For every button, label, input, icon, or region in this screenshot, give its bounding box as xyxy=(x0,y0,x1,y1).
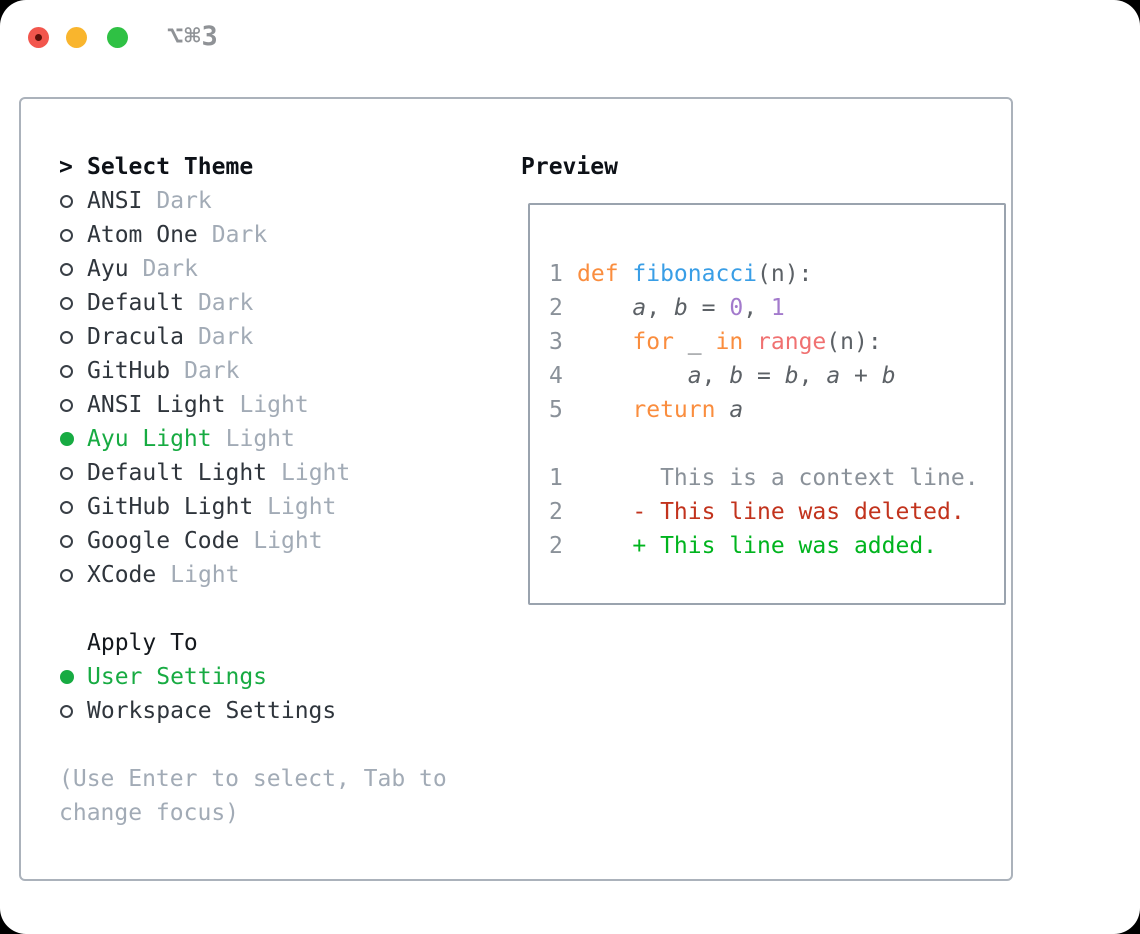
theme-item-name: Default Light xyxy=(87,460,268,486)
theme-list-heading-label: Select Theme xyxy=(87,154,254,180)
theme-item[interactable]: Default Light Light xyxy=(59,456,350,490)
line-number: 1 xyxy=(549,465,563,491)
radio-icon xyxy=(60,262,73,276)
theme-item[interactable]: Google Code Light xyxy=(59,524,350,558)
line-number: 2 xyxy=(549,499,563,525)
theme-variant-tag: Light xyxy=(170,562,240,588)
theme-variant-tag: Light xyxy=(253,528,323,554)
apply-to-heading-label: Apply To xyxy=(87,630,198,656)
apply-to-heading: Apply To xyxy=(59,626,336,660)
minimize-button[interactable] xyxy=(66,27,87,48)
theme-variant-tag: Light xyxy=(267,494,337,520)
theme-item[interactable]: Default Dark xyxy=(59,286,350,320)
theme-item-name: Default xyxy=(87,290,184,316)
apply-option-name: Workspace Settings xyxy=(87,698,337,724)
titlebar: ⌥⌘3 xyxy=(0,0,1140,64)
line-number: 5 xyxy=(549,397,563,423)
theme-item[interactable]: GitHub Light Light xyxy=(59,490,350,524)
line-number: 4 xyxy=(549,363,563,389)
radio-icon xyxy=(60,364,73,378)
theme-item[interactable]: Dracula Dark xyxy=(59,320,350,354)
theme-item-name: GitHub xyxy=(87,358,171,384)
line-number: 2 xyxy=(549,533,563,559)
theme-item[interactable]: Ayu Dark xyxy=(59,252,350,286)
close-button[interactable] xyxy=(28,27,49,48)
theme-variant-tag: Light xyxy=(281,460,351,486)
line-number: 2 xyxy=(549,295,563,321)
help-text: (Use Enter to select, Tab to change focu… xyxy=(59,766,461,826)
radio-icon xyxy=(60,534,73,548)
radio-icon xyxy=(60,568,73,582)
theme-item[interactable]: GitHub Dark xyxy=(59,354,350,388)
apply-option[interactable]: User Settings xyxy=(59,660,336,694)
theme-variant-tag: Dark xyxy=(197,290,254,316)
code-line: 4 a, b = b, a + b xyxy=(549,359,979,393)
radio-icon xyxy=(60,194,73,208)
radio-icon xyxy=(60,398,73,412)
line-number: 3 xyxy=(549,329,563,355)
code-line: 5 return a xyxy=(549,393,979,427)
theme-variant-tag: Light xyxy=(225,426,295,452)
apply-option-name: User Settings xyxy=(87,664,268,690)
radio-icon xyxy=(60,228,73,242)
theme-item-name: ANSI xyxy=(87,188,143,214)
theme-variant-tag: Dark xyxy=(156,188,212,214)
theme-item-name: Google Code xyxy=(87,528,240,554)
focus-caret-icon: > xyxy=(59,154,73,180)
theme-variant-tag: Dark xyxy=(184,358,240,384)
theme-item[interactable]: Atom One Dark xyxy=(59,218,350,252)
theme-item-name: Atom One xyxy=(87,222,198,248)
radio-selected-icon xyxy=(60,670,74,684)
radio-selected-icon xyxy=(60,432,74,446)
theme-item-name: ANSI Light xyxy=(87,392,226,418)
window-title: ⌥⌘3 xyxy=(167,21,219,52)
theme-item[interactable]: ANSI Dark xyxy=(59,184,350,218)
theme-item-name: Ayu xyxy=(87,256,129,282)
line-number: 1 xyxy=(549,261,563,287)
code-line: 2 a, b = 0, 1 xyxy=(549,291,979,325)
zoom-button[interactable] xyxy=(107,27,128,48)
code-line: 3 for _ in range(n): xyxy=(549,325,979,359)
theme-list-heading: > Select Theme xyxy=(59,150,350,184)
theme-item-name: GitHub Light xyxy=(87,494,254,520)
radio-icon xyxy=(60,296,73,310)
theme-variant-tag: Dark xyxy=(142,256,198,282)
preview-heading: Preview xyxy=(521,154,618,180)
apply-option[interactable]: Workspace Settings xyxy=(59,694,336,728)
radio-icon xyxy=(60,704,73,718)
theme-item[interactable]: Ayu Light Light xyxy=(59,422,350,456)
context-line: 1 This is a context line. xyxy=(549,461,979,495)
theme-item-name: XCode xyxy=(87,562,157,588)
theme-variant-tag: Light xyxy=(239,392,309,418)
radio-icon xyxy=(60,466,73,480)
theme-item-name: Dracula xyxy=(87,324,184,350)
theme-variant-tag: Dark xyxy=(197,324,254,350)
radio-icon xyxy=(60,330,73,344)
radio-icon xyxy=(60,500,73,514)
theme-item[interactable]: XCode Light xyxy=(59,558,350,592)
deleted-line: 2 - This line was deleted. xyxy=(549,495,979,529)
theme-item-name: Ayu Light xyxy=(87,426,212,452)
added-line: 2 + This line was added. xyxy=(549,529,979,563)
blank-line xyxy=(549,427,979,461)
unsaved-indicator-icon xyxy=(35,34,42,41)
theme-variant-tag: Dark xyxy=(211,222,268,248)
theme-item[interactable]: ANSI Light Light xyxy=(59,388,350,422)
